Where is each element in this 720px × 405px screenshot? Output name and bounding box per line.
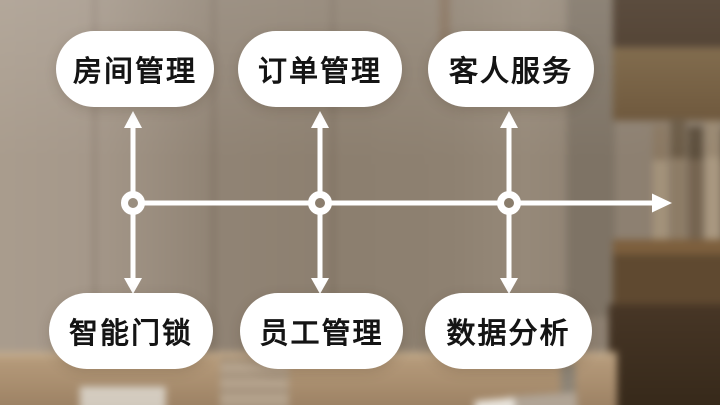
pill-label: 员工管理 (259, 316, 384, 350)
pill-room-management: 房间管理 (56, 31, 214, 107)
stacked-books (79, 385, 166, 405)
arrowhead-down-right (500, 278, 518, 294)
timeline-node-right (497, 191, 521, 215)
book-spine (687, 126, 704, 242)
arrowhead-up-middle (311, 111, 329, 128)
pill-label: 智能门锁 (68, 316, 193, 350)
book-row (652, 118, 720, 242)
pill-staff-management: 员工管理 (240, 293, 403, 369)
arrowhead-up-left (124, 111, 142, 128)
arrowhead-down-left (124, 278, 142, 294)
shadow-area (608, 304, 720, 405)
pill-label: 客人服务 (448, 54, 573, 88)
timeline-arrowhead-right (652, 193, 672, 213)
pill-label: 房间管理 (72, 54, 197, 88)
arrowhead-down-middle (311, 278, 329, 294)
pill-smart-door-lock: 智能门锁 (49, 293, 213, 369)
pill-data-analysis: 数据分析 (425, 293, 592, 369)
timeline-node-middle (308, 191, 332, 215)
timeline-node-left (121, 191, 145, 215)
pill-order-management: 订单管理 (238, 31, 402, 107)
shelf-board (612, 239, 720, 255)
wall-pillar-line (211, 0, 216, 368)
shelf-wood (612, 47, 720, 121)
pill-label: 订单管理 (257, 54, 382, 88)
book-spine (652, 124, 669, 242)
wall-pillar-line (330, 0, 335, 368)
wall-pillar-line (92, 0, 97, 368)
book-spine (705, 120, 720, 242)
pill-guest-service: 客人服务 (428, 31, 594, 107)
shelf-wood-lower (612, 254, 720, 309)
book-spine (670, 118, 686, 242)
pill-label: 数据分析 (446, 316, 571, 350)
shelf-top-shadow (612, 0, 720, 48)
arrowhead-up-right (500, 111, 518, 128)
